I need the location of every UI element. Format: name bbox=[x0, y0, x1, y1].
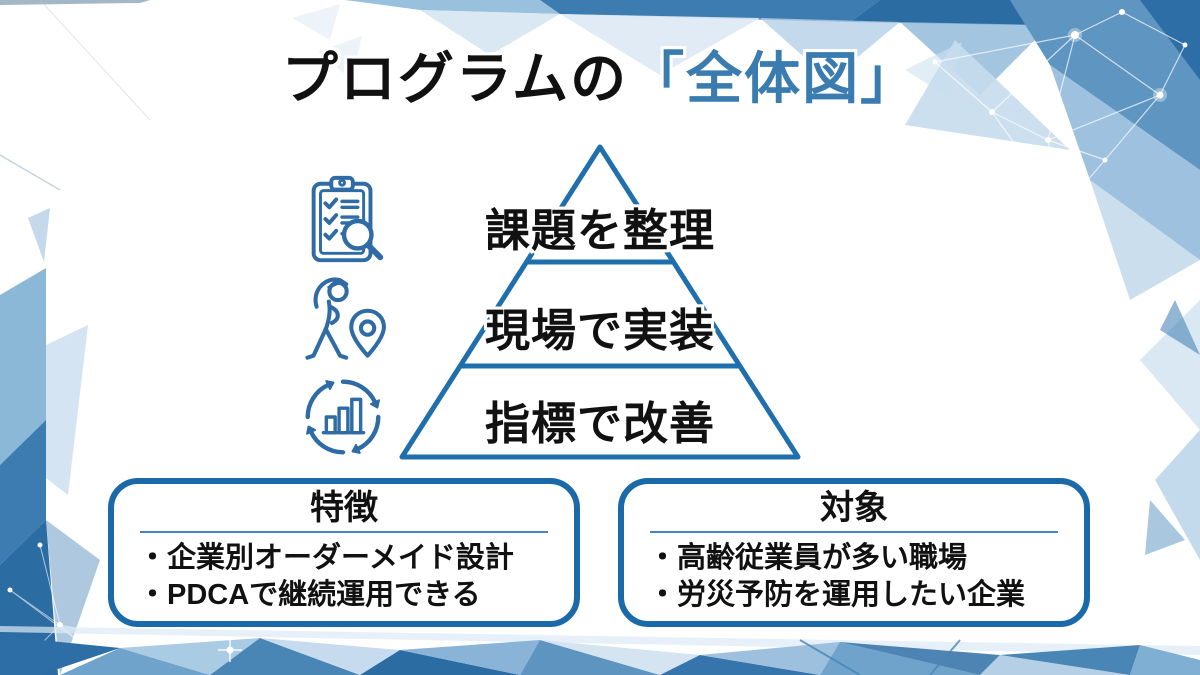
target-card-divider bbox=[650, 531, 1058, 533]
pyramid-tier-label-2: 現場で実装 bbox=[484, 305, 715, 356]
page-title: プログラムの「全体図」 bbox=[0, 34, 1200, 115]
pyramid-diagram bbox=[399, 144, 801, 460]
pyramid-tier-label-1: 課題を整理 bbox=[484, 205, 715, 256]
target-bullet-list: ・高齢従業員が多い職場 ・労災予防を運用したい企業 bbox=[624, 540, 1084, 614]
feature-bullet-item: ・PDCAで継続運用できる bbox=[138, 579, 481, 611]
clipboard-checklist-magnifier-icon bbox=[311, 175, 384, 263]
page-title-prefix: プログラムの bbox=[281, 47, 629, 110]
feature-card-heading: 特徴 bbox=[310, 489, 378, 527]
pyramid-outline bbox=[399, 144, 801, 460]
feature-card-divider bbox=[140, 531, 548, 533]
pyramid-tier-label-3: 指標で改善 bbox=[484, 398, 715, 449]
target-bullet-item: ・高齢従業員が多い職場 bbox=[648, 542, 968, 574]
feature-bullet-item: ・企業別オーダーメイド設計 bbox=[138, 542, 514, 574]
cycle-arrows-bar-chart-icon bbox=[305, 379, 381, 455]
stretching-person-location-pin-icon bbox=[305, 277, 386, 360]
page-title-highlight: 「全体図」 bbox=[628, 47, 919, 110]
target-bullet-item: ・労災予防を運用したい企業 bbox=[648, 579, 1026, 611]
feature-card: 特徴 ・企業別オーダーメイド設計 ・PDCAで継続運用できる bbox=[108, 478, 580, 627]
target-card-heading: 対象 bbox=[820, 489, 888, 527]
target-card: 対象 ・高齢従業員が多い職場 ・労災予防を運用したい企業 bbox=[618, 478, 1090, 627]
feature-bullet-list: ・企業別オーダーメイド設計 ・PDCAで継続運用できる bbox=[114, 540, 574, 614]
